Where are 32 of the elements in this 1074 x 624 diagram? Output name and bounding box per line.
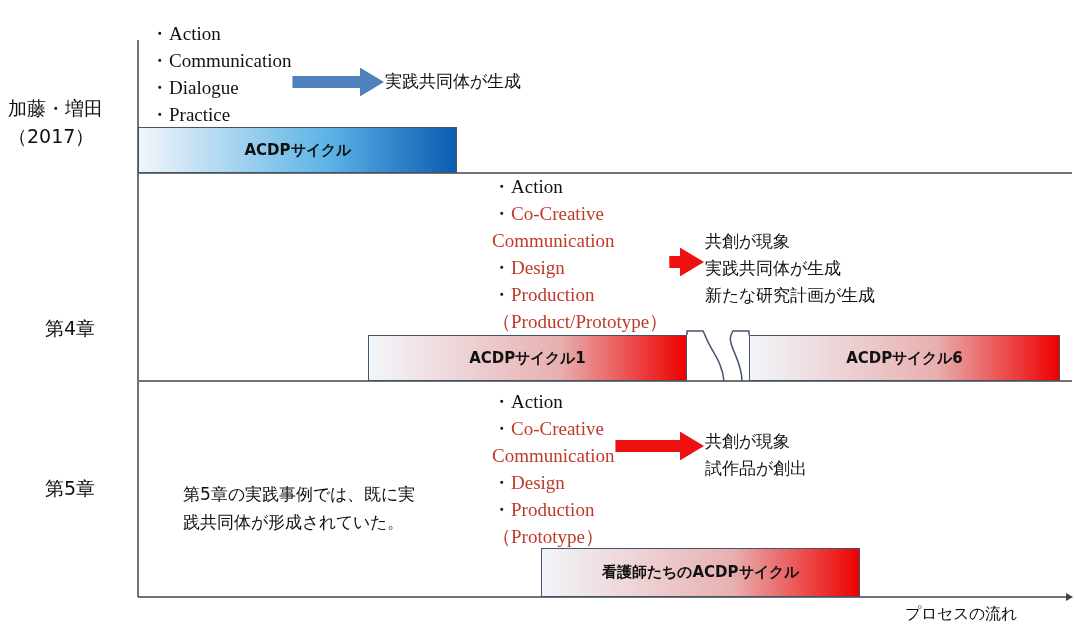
row-label: 加藤・増田（2017） [8, 96, 104, 149]
list-item: ・Production [492, 498, 596, 522]
outcome-line: 試作品が創出 [705, 457, 807, 480]
cycle-bar: ACDPサイクル [138, 127, 457, 173]
block-arrow [292, 67, 384, 97]
outcome-line: 実践共同体が生成 [705, 257, 842, 280]
cycle-bar: ACDPサイクル1 [368, 335, 687, 381]
note-text: 第5章の実践事例では、既に実践共同体が形成されていた。 [183, 483, 416, 534]
list-item: ・Design [492, 256, 566, 280]
list-item: ・Practice [150, 103, 232, 127]
block-arrow [669, 247, 704, 277]
outcome-line: 共創が現象 [705, 230, 791, 253]
block-arrow [615, 431, 704, 461]
row-label: 第5章 [45, 476, 96, 501]
list-item: ・Action [150, 22, 222, 46]
row-label: 第4章 [45, 316, 96, 341]
cycle-bar: ACDPサイクル6 [749, 335, 1060, 381]
list-item: （Prototype） [492, 525, 605, 549]
outcome-line: 新たな研究計画が生成 [705, 284, 875, 307]
list-item: ・Co-Creative Communication [492, 417, 615, 468]
list-item: ・Production [492, 283, 596, 307]
list-item: ・Action [492, 390, 564, 414]
list-item: ・Design [492, 471, 566, 495]
outcome-line: 実践共同体が生成 [385, 70, 521, 93]
list-item: ・Action [492, 175, 564, 199]
cycle-bar: 看護師たちのACDPサイクル [541, 548, 860, 597]
list-item: ・Dialogue [150, 76, 240, 100]
list-item: ・Co-Creative Communication [492, 202, 615, 253]
list-item: ・Communication [150, 49, 292, 73]
axis-label: プロセスの流れ [905, 603, 1017, 624]
list-item: （Product/Prototype） [492, 310, 669, 334]
outcome-line: 共創が現象 [705, 430, 791, 453]
